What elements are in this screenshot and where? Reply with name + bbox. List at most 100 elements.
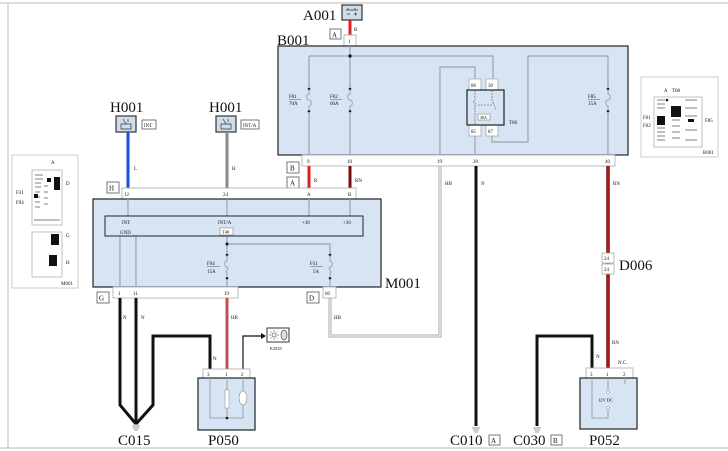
wire-label: N: [213, 357, 217, 362]
svg-text:T08: T08: [672, 89, 681, 94]
svg-text:M001: M001: [61, 282, 73, 287]
pin-label: 1: [118, 292, 121, 297]
c010-label: C010: [450, 433, 483, 449]
svg-text:F94: F94: [16, 201, 24, 206]
battery-icon: [341, 4, 363, 21]
m001-label: M001: [385, 276, 421, 292]
fuse-rating: 15A: [207, 270, 216, 275]
connector-d006[interactable]: 24 24 D006: [601, 252, 653, 275]
svg-text:A: A: [51, 161, 55, 166]
wire-label: HB: [445, 182, 453, 187]
module-b001[interactable]: [277, 45, 629, 156]
wire-n-pin1[interactable]: [118, 298, 138, 425]
pin-label: 1: [348, 40, 351, 45]
fuse-f02[interactable]: F02 60A: [330, 87, 354, 113]
connector-label: A: [290, 180, 295, 188]
switch-h001-inta[interactable]: H001 INT/A: [209, 100, 260, 133]
h001-label: H001: [209, 100, 242, 116]
wire-label: N: [123, 316, 127, 321]
relay-t08[interactable]: 86 30 85 87 30A T08: [466, 78, 518, 137]
connector-label: H: [109, 185, 114, 193]
arrow-icon: [261, 333, 266, 339]
pin-label: 1: [225, 373, 228, 378]
svg-text:F01: F01: [643, 116, 651, 121]
ground-symbol-icon: [132, 425, 140, 431]
wire-n-p052[interactable]: [535, 334, 594, 426]
fuse-name: F94: [207, 262, 215, 267]
inner-label: INT/A: [218, 221, 232, 226]
e2535-reference[interactable]: E2535: [266, 327, 290, 351]
relay-rating: 30A: [480, 115, 487, 120]
svg-text:F31: F31: [16, 191, 24, 196]
wire-to-e2535[interactable]: [242, 335, 262, 370]
component-p050[interactable]: 3 1 2: [197, 368, 256, 431]
fuse-name: F01: [289, 95, 297, 100]
b001-label: B001: [277, 33, 310, 49]
battery-a001[interactable]: A001: [303, 4, 363, 24]
pin-label: 2: [623, 373, 626, 378]
svg-text:B001: B001: [703, 151, 714, 156]
relay-pin: 86: [471, 84, 477, 89]
inner-label: +30: [302, 221, 310, 226]
relay-pin: 85: [471, 130, 477, 135]
m001-location-inset: A D F31 F94 G H M001: [11, 154, 79, 289]
component-p052[interactable]: N.C. 3 1 2 12V DC: [579, 361, 638, 430]
connector-d-tag: [306, 291, 320, 304]
b001-pin-strip: [301, 154, 616, 167]
pin-label: 9: [307, 160, 310, 165]
m001-bottom-pin-strip: [112, 286, 239, 299]
wire-label: HB: [334, 316, 342, 321]
fuse-name: F02: [330, 95, 338, 100]
pin-label: A: [307, 193, 311, 198]
connector-b-tag: [286, 161, 300, 174]
pin-label: 19: [224, 292, 230, 297]
pin-label: 1: [606, 373, 609, 378]
fuse-rating: 5A: [313, 270, 320, 275]
connector-g-tag: [96, 291, 110, 304]
wire-label: L: [134, 167, 137, 172]
connector-label: D: [309, 295, 314, 303]
inner-label: +30: [343, 221, 351, 226]
fuse-name: F31: [310, 262, 318, 267]
connector-label: G: [99, 295, 104, 303]
svg-text:D: D: [66, 182, 70, 187]
fuse-rating: 60A: [330, 102, 339, 107]
pin-label: 24: [223, 193, 229, 198]
wire-label: RN: [355, 179, 362, 184]
switch-h001-int[interactable]: H001 INT: [110, 100, 157, 133]
pin-label: 24: [604, 268, 610, 273]
pin-label: 2: [241, 373, 244, 378]
connector-label: A: [332, 32, 337, 40]
ground-symbol-icon: [472, 427, 480, 433]
inner-label: T40: [222, 230, 230, 235]
c015-label: C015: [118, 433, 151, 449]
fuse-name: F85: [588, 95, 596, 100]
wire-n-p050[interactable]: [134, 334, 212, 426]
fuse-f85[interactable]: F85 15A: [588, 87, 612, 113]
fuse-f01[interactable]: F01 70A: [289, 87, 313, 113]
m001-inner-unit: [104, 215, 364, 237]
connector-label: B: [290, 165, 295, 173]
d006-label: D006: [619, 258, 653, 274]
p052-label: P052: [589, 433, 620, 449]
h001-label: H001: [110, 100, 143, 116]
relay-pin: 87: [488, 130, 494, 135]
fuse-f31[interactable]: F31 5A: [310, 253, 334, 280]
pin-label: 3: [590, 373, 593, 378]
pin-label: 11: [133, 292, 138, 297]
pin-label: 12: [124, 193, 130, 198]
pin-label: 10: [347, 160, 353, 165]
pin-label: 20: [473, 160, 479, 165]
wire-label: N: [596, 355, 600, 360]
svg-text:F85: F85: [705, 119, 713, 124]
fuse-rating: 15A: [588, 102, 597, 107]
e2535-label: E2535: [270, 346, 282, 351]
connector-label: B: [553, 437, 558, 445]
c030-label: C030: [513, 433, 546, 449]
connector-a-tag: [329, 28, 342, 40]
ground-symbol-icon: [533, 427, 541, 433]
wire-label: RN: [612, 341, 619, 346]
wire-label: HR: [231, 316, 239, 321]
fuse-f94[interactable]: F94 15A: [207, 253, 231, 280]
